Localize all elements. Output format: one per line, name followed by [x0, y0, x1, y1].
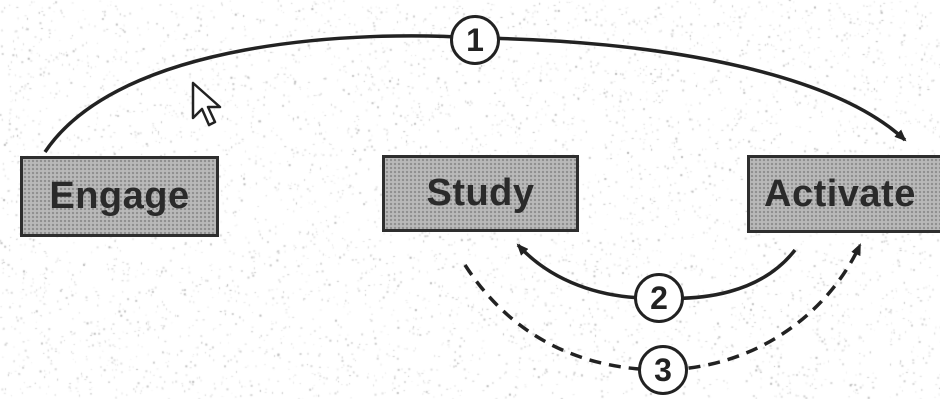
step-number-2-label: 2 — [650, 279, 668, 316]
pointer-arrow-icon — [191, 81, 222, 127]
step-number-3-label: 3 — [654, 351, 672, 388]
stage-label-activate: Activate — [764, 172, 916, 215]
stage-label-engage: Engage — [49, 175, 190, 217]
step-number-1-label: 1 — [466, 21, 484, 58]
stage-box-engage: Engage — [20, 156, 219, 237]
stage-label-study: Study — [426, 172, 535, 214]
step-number-2: 2 — [634, 273, 684, 323]
step-number-1: 1 — [450, 15, 500, 65]
step-number-3: 3 — [638, 345, 688, 395]
arrow-study-to-activate — [463, 243, 862, 372]
stage-box-activate: Activate — [747, 155, 940, 233]
stage-box-study: Study — [382, 155, 579, 232]
